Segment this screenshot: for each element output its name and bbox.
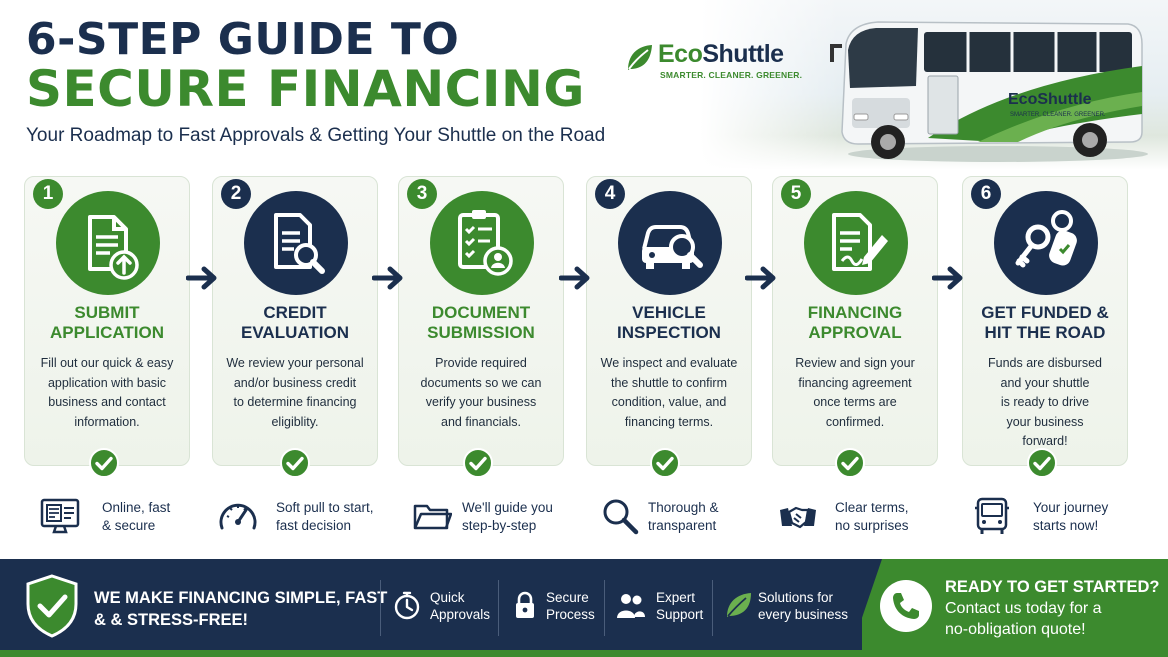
step-icon-circle [994, 191, 1098, 295]
step-description: We review your personal and/or business … [226, 356, 364, 429]
bus-tagline-text: SMARTER. CLEANER. GREENER. [1010, 112, 1106, 118]
cta-heading: READY TO GET STARTED? [945, 578, 1160, 596]
step-description: Review and sign your financing agreement… [795, 356, 915, 429]
step-number-badge: 6 [971, 179, 1001, 209]
checkmark-icon [280, 448, 310, 478]
page-title-line-2: SECURE FINANCING [26, 60, 585, 118]
footer-divider [712, 580, 713, 636]
brand-logo: EcoShuttle SMARTER. CLEANER. GREENER. [624, 40, 804, 84]
step-description: Fill out our quick & easy application wi… [40, 356, 174, 429]
step-icon-circle [56, 191, 160, 295]
brand-name: EcoShuttle [658, 40, 784, 68]
arrow-right-icon [186, 266, 217, 290]
step-title: VEHICLE INSPECTION [617, 303, 721, 342]
phone-button[interactable] [880, 580, 932, 632]
step-number-badge: 1 [33, 179, 63, 209]
step-title: CREDIT EVALUATION [241, 303, 349, 342]
step-title: SUBMIT APPLICATION [50, 303, 164, 342]
page-title-line-1: 6-STEP GUIDE TO [26, 14, 460, 65]
brand-tagline: SMARTER. CLEANER. GREENER. [660, 70, 803, 80]
clipboard-user-icon [458, 210, 513, 276]
checkmark-icon [463, 448, 493, 478]
step-number-badge: 5 [781, 179, 811, 209]
document-search-icon [274, 213, 325, 274]
page-subtitle: Your Roadmap to Fast Approvals & Getting… [26, 125, 606, 146]
feature-label: Thorough & transparent [648, 500, 719, 533]
arrow-right-icon [745, 266, 776, 290]
step-icon-circle [430, 191, 534, 295]
step-title: DOCUMENT SUBMISSION [427, 303, 535, 342]
step-number-badge: 3 [407, 179, 437, 209]
feature-label: We'll guide you step-by-step [462, 500, 553, 533]
leaf-logo-icon [628, 45, 652, 70]
footer-item-label: Expert Support [656, 590, 704, 622]
cta-body[interactable]: Contact us today for a no-obligation quo… [945, 600, 1102, 638]
handshake-icon [780, 506, 816, 529]
people-icon [617, 594, 645, 618]
feature-label: Your journey starts now! [1033, 500, 1109, 533]
footer-divider [604, 580, 605, 636]
magnifier-icon [603, 499, 639, 535]
step-icon-circle [804, 191, 908, 295]
lock-icon [516, 591, 534, 618]
feature-label: Soft pull to start, fast decision [276, 500, 374, 533]
shuttle-bus-image: EcoShuttle SMARTER. CLEANER. GREENER. [830, 21, 1148, 162]
bus-brand-text: EcoShuttle [1008, 91, 1092, 108]
speedometer-icon [219, 503, 257, 530]
checkmark-icon [835, 448, 865, 478]
footer-headline: WE MAKE FINANCING SIMPLE, FAST & & STRES… [94, 589, 388, 629]
step-icon-circle [618, 191, 722, 295]
shield-check-icon [26, 574, 78, 638]
footer-divider [498, 580, 499, 636]
footer-item-label: Solutions for every business [758, 590, 849, 622]
car-keys-icon [1015, 210, 1077, 268]
feature-label: Online, fast & secure [102, 500, 171, 533]
footer-accent-line [0, 650, 1168, 657]
document-sign-icon [832, 213, 888, 271]
document-upload-icon [88, 215, 139, 280]
footer-item-label: Secure Process [546, 590, 595, 622]
phone-icon [893, 593, 919, 619]
checkmark-icon [89, 448, 119, 478]
car-search-icon [642, 225, 703, 269]
step-title: GET FUNDED & HIT THE ROAD [981, 303, 1109, 342]
footer-divider [380, 580, 381, 636]
stopwatch-icon [394, 591, 420, 620]
step-description: We inspect and evaluate the shuttle to c… [600, 356, 738, 429]
step-number-badge: 2 [221, 179, 251, 209]
arrow-right-icon [559, 266, 590, 290]
step-title: FINANCING APPROVAL [807, 303, 903, 342]
feature-label: Clear terms, no surprises [835, 500, 909, 533]
bus-icon [975, 497, 1009, 534]
step-number-badge: 4 [595, 179, 625, 209]
arrow-right-icon [932, 266, 963, 290]
checkmark-icon [650, 448, 680, 478]
step-description: Funds are disbursed and your shuttle is … [988, 356, 1102, 448]
footer-item-label: Quick Approvals [430, 590, 491, 622]
folder-icon [413, 504, 452, 530]
computer-form-icon [40, 498, 80, 534]
leaf-icon [727, 593, 751, 617]
hero-fade [700, 0, 840, 170]
checkmark-icon [1027, 448, 1057, 478]
arrow-right-icon [372, 266, 403, 290]
step-icon-circle [244, 191, 348, 295]
step-description: Provide required documents so we can ver… [420, 356, 542, 429]
